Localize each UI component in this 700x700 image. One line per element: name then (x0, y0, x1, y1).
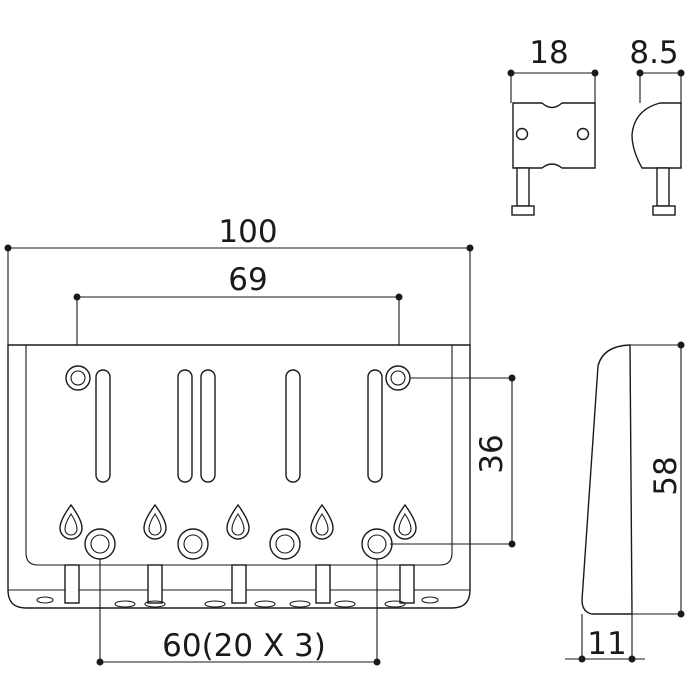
overall-width-label: 100 (218, 214, 277, 250)
height-label: 58 (648, 456, 684, 495)
depth-label: 11 (587, 626, 626, 662)
saddle-profile-label: 8.5 (629, 35, 678, 71)
saddle-side-view: 8.5 (629, 35, 685, 216)
screw-tabs (64, 564, 415, 604)
bridge-plate: 100 69 (4, 214, 516, 666)
hole-spacing-label: 69 (228, 262, 267, 298)
saddle-front-view: 18 (507, 35, 599, 216)
string-spacing-label: 60(20 X 3) (162, 628, 326, 664)
saddle-width-label: 18 (529, 35, 568, 71)
rear-edge-holes (36, 596, 439, 608)
string-through-holes (59, 503, 417, 540)
mounting-holes (65, 365, 411, 391)
intonation-slots (95, 369, 383, 483)
vertical-spacing-label: 36 (474, 434, 510, 473)
bridge-side-profile: 58 11 (565, 341, 685, 663)
lower-screw-holes (84, 528, 393, 560)
